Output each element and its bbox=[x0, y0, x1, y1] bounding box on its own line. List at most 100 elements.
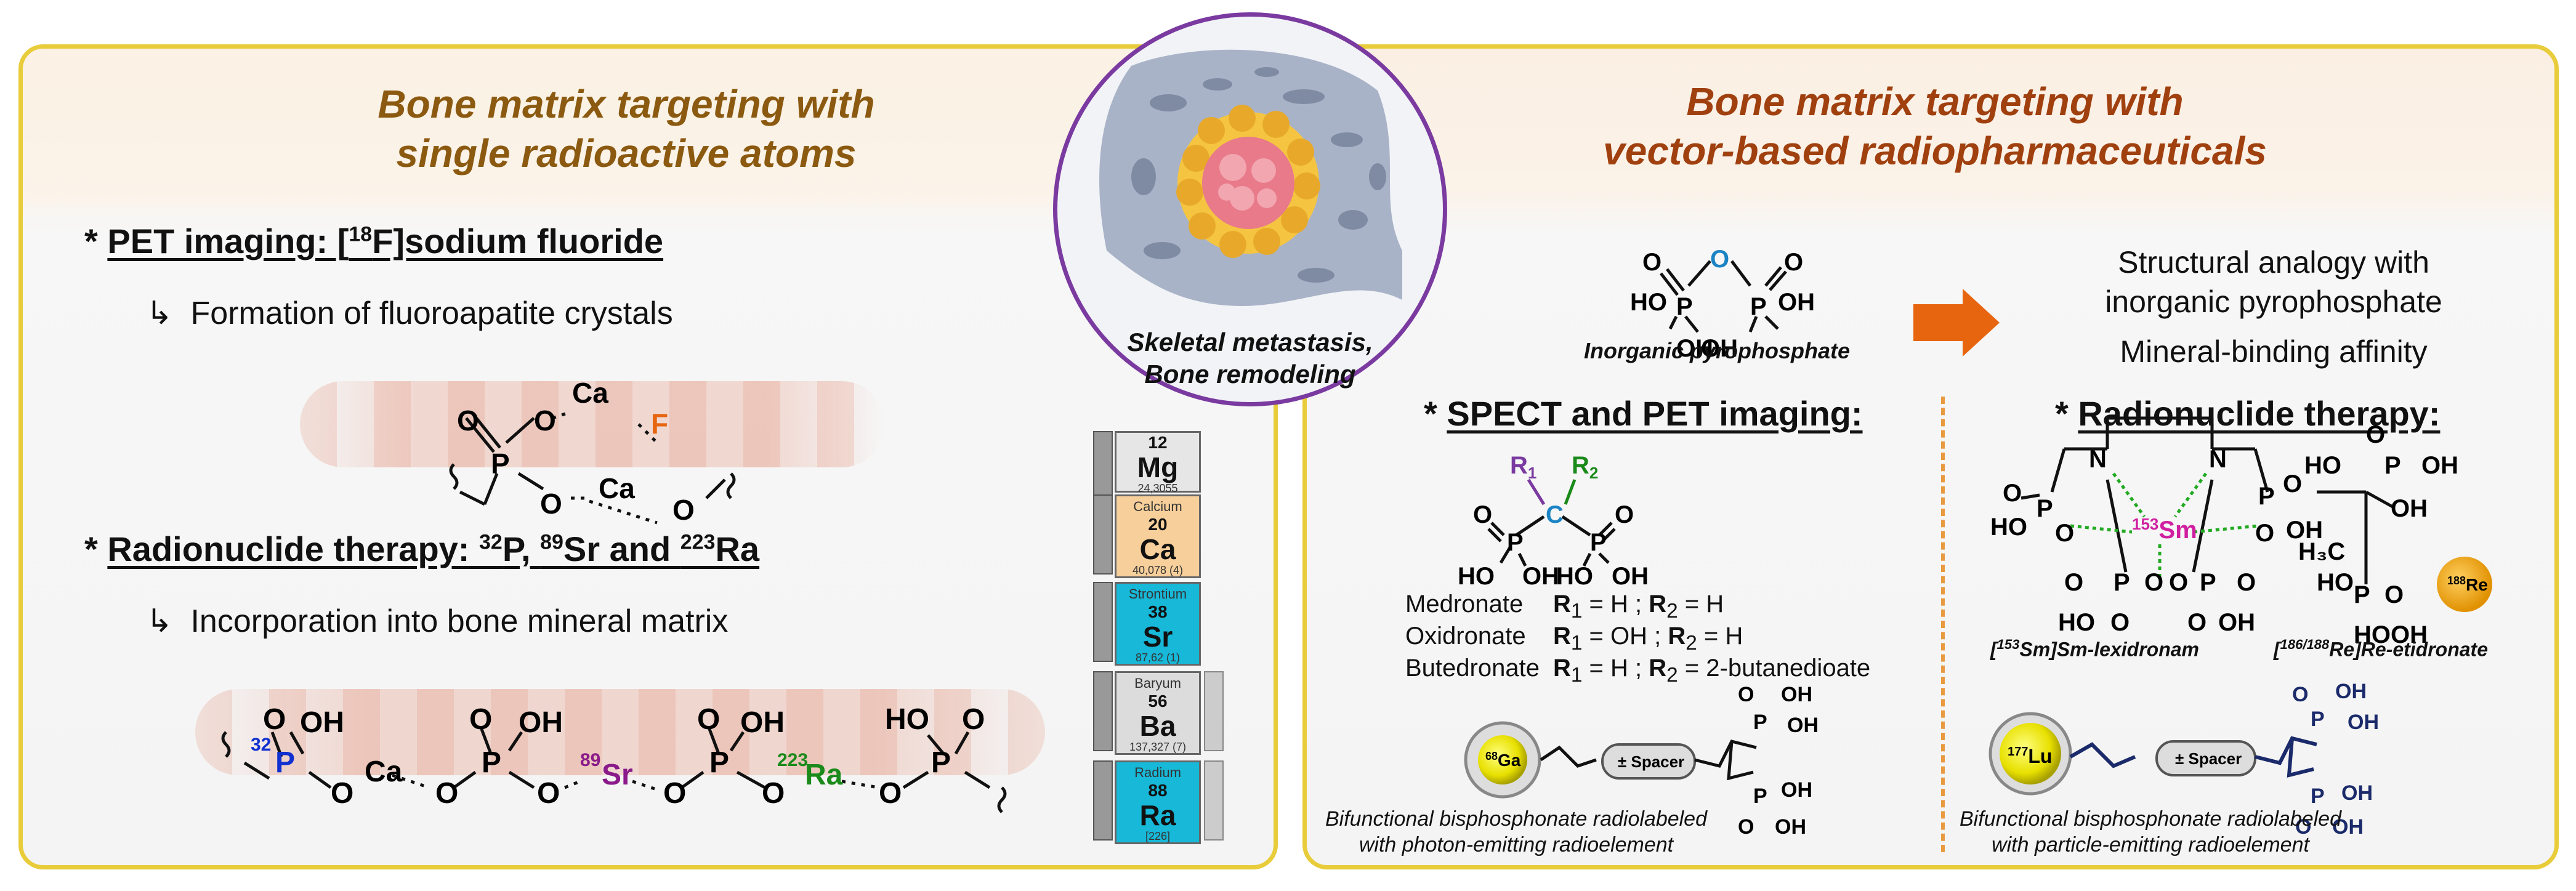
svg-text:O: O bbox=[2292, 683, 2308, 706]
right-title-line1: Bone matrix targeting with bbox=[1686, 79, 2184, 124]
analogy-text: Structural analogy with inorganic pyroph… bbox=[2105, 245, 2442, 319]
svg-text:OH: OH bbox=[2348, 711, 2379, 734]
caption-photon: Bifunctional bisphosphonate radiolabeled… bbox=[1325, 807, 1708, 857]
lu-atom bbox=[2000, 723, 2061, 784]
atom-Ca: Ca bbox=[572, 377, 608, 409]
svg-text:O: O bbox=[1473, 501, 1492, 528]
isotope-223: 223 bbox=[777, 750, 808, 770]
right-panel: Bone matrix targeting with vector-based … bbox=[1302, 44, 2559, 869]
svg-text:H₃C: H₃C bbox=[2298, 538, 2345, 565]
svg-text:O: O bbox=[2055, 520, 2074, 547]
svg-text:OH: OH bbox=[1522, 563, 1559, 590]
right-panel-title: Bone matrix targeting with vector-based … bbox=[1307, 77, 2554, 175]
atom-O: O bbox=[534, 405, 556, 437]
periodic-strip bbox=[1093, 760, 1113, 841]
re-atom bbox=[2437, 557, 2492, 612]
bullet-star: * bbox=[2055, 394, 2069, 433]
periodic-tile-sr: Strontium 38 Sr 87,62 (1) bbox=[1115, 582, 1201, 666]
atom-O: O bbox=[879, 777, 902, 810]
skeletal-metastasis-illustration bbox=[1053, 12, 1447, 406]
atom-Ca: Ca bbox=[599, 472, 635, 504]
svg-text:OH: OH bbox=[1701, 335, 1738, 362]
sm-label: 153Sm bbox=[2132, 515, 2197, 544]
svg-text:O: O bbox=[1738, 815, 1754, 839]
svg-text:P: P bbox=[1753, 711, 1767, 734]
atom-Ca: Ca bbox=[365, 756, 403, 788]
atom-O: O bbox=[663, 777, 686, 810]
bullet-star: * bbox=[1424, 394, 1437, 433]
svg-text:N: N bbox=[2209, 446, 2227, 473]
atom-HO: HO bbox=[885, 703, 929, 736]
atom-OH: OH bbox=[519, 706, 563, 739]
svg-text:O: O bbox=[2255, 520, 2274, 547]
svg-text:O: O bbox=[1615, 501, 1634, 528]
spacer-label: ± Spacer bbox=[1618, 752, 1684, 771]
spect-pet-label: SPECT and PET imaging: bbox=[1447, 394, 1863, 433]
svg-text:O: O bbox=[2187, 609, 2207, 636]
lu-label: 177Lu bbox=[2008, 745, 2052, 767]
atom-O: O bbox=[537, 777, 560, 810]
pet-imaging-label: PET imaging: [18F]sodium fluoride bbox=[107, 222, 664, 260]
periodic-strip bbox=[1093, 582, 1113, 662]
atom-Sr89: Sr bbox=[602, 759, 633, 791]
mineral-chain-structure: 32 P O OH O Ca O P O OH O 89 Sr O P O OH… bbox=[221, 703, 1007, 813]
svg-text:HO: HO bbox=[2304, 452, 2341, 479]
periodic-strip bbox=[1204, 671, 1224, 751]
svg-text:OH: OH bbox=[2391, 621, 2428, 648]
return-arrow-icon: ↳ bbox=[146, 603, 173, 639]
atom-P: P bbox=[491, 448, 510, 480]
affinity-text: Mineral-binding affinity bbox=[2120, 334, 2428, 369]
left-panel-title: Bone matrix targeting with single radioa… bbox=[23, 79, 1230, 178]
svg-text:OH: OH bbox=[1778, 289, 1815, 316]
periodic-strip bbox=[1093, 494, 1113, 575]
atom-O: O bbox=[435, 777, 458, 810]
svg-text:OH: OH bbox=[2332, 815, 2364, 839]
svg-text:P: P bbox=[1753, 784, 1767, 808]
svg-text:P: P bbox=[1507, 529, 1524, 556]
pet-imaging-heading: * PET imaging: [18F]sodium fluoride bbox=[84, 221, 663, 261]
atom-OH: OH bbox=[300, 706, 344, 739]
atom-O: O bbox=[762, 777, 785, 810]
svg-text:HO: HO bbox=[1458, 563, 1495, 590]
bullet-star: * bbox=[84, 530, 98, 568]
svg-text:O: O bbox=[2295, 815, 2311, 839]
spacer-label: ± Spacer bbox=[2175, 749, 2242, 768]
atom-O: O bbox=[540, 488, 562, 520]
svg-text:O: O bbox=[2064, 569, 2083, 596]
svg-text:O: O bbox=[2169, 569, 2188, 596]
return-arrow-icon: ↳ bbox=[146, 296, 173, 331]
pet-imaging-sub: ↳ Formation of fluoroapatite crystals bbox=[146, 295, 673, 332]
periodic-strip bbox=[1204, 760, 1224, 841]
svg-text:O: O bbox=[1642, 249, 1661, 276]
svg-text:OH: OH bbox=[1612, 563, 1649, 590]
svg-text:OH: OH bbox=[1781, 683, 1812, 706]
svg-text:OH: OH bbox=[1781, 778, 1812, 802]
atom-P32: P bbox=[275, 746, 295, 779]
svg-text:OH: OH bbox=[2421, 452, 2458, 479]
svg-text:O: O bbox=[2283, 470, 2302, 498]
lexidronam-label: [153Sm]Sm-lexidronam bbox=[1990, 637, 2199, 661]
ga-conjugate: 68Ga ± Spacer P P O OH OH OH O OH bbox=[1464, 683, 1819, 839]
atom-P: P bbox=[709, 746, 729, 779]
svg-text:OH: OH bbox=[2218, 609, 2255, 636]
fluoroapatite-structure: O P O Ca F O Ca O bbox=[449, 377, 736, 526]
svg-text:OH: OH bbox=[1787, 714, 1819, 737]
svg-text:O: O bbox=[2384, 581, 2404, 608]
circle-caption: Skeletal metastasis,Bone remodeling bbox=[1127, 328, 1373, 389]
periodic-tile-ra: Radium 88 Ra [226] bbox=[1115, 760, 1201, 844]
atom-R2: R2 bbox=[1572, 452, 1598, 482]
atom-R1: R1 bbox=[1510, 452, 1536, 482]
svg-text:P: P bbox=[2258, 483, 2275, 510]
pyrophosphate-structure: O P O P O HO OH OH OH bbox=[1630, 246, 1815, 362]
ga-label: 68Ga bbox=[1485, 750, 1521, 770]
svg-text:P: P bbox=[2384, 452, 2401, 479]
pyrophosphate-label: Inorganic pyrophosphate bbox=[1584, 338, 1851, 363]
isotope-32: 32 bbox=[251, 735, 271, 755]
atom-F: F bbox=[651, 408, 668, 440]
periodic-strip bbox=[1093, 671, 1113, 751]
periodic-tile-ca: Calcium 20 Ca 40,078 (4) bbox=[1115, 494, 1201, 578]
svg-text:P: P bbox=[2354, 581, 2370, 608]
svg-text:HO: HO bbox=[1630, 289, 1667, 316]
